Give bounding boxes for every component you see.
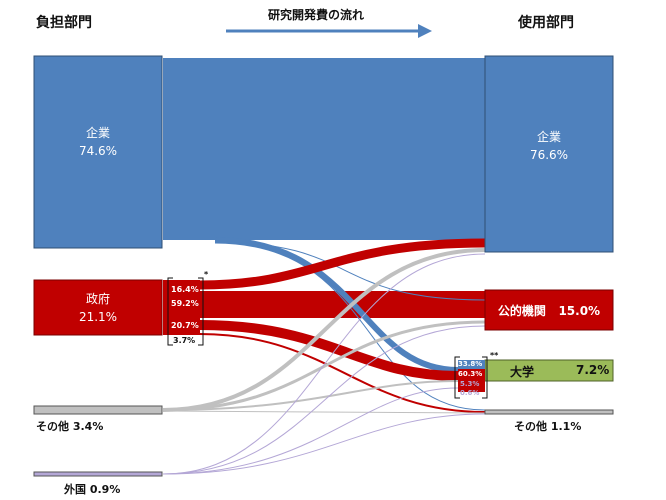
foreign-to-public-flow [162, 325, 486, 475]
univ-star: ** [490, 351, 499, 360]
gov-pct-2: 59.2% [171, 299, 199, 308]
univ-pct-2: 60.3% [458, 370, 483, 378]
header-source: 負担部門 [36, 15, 92, 31]
source-government-node [33, 279, 163, 336]
univ-breakdown-company [458, 360, 485, 369]
gov-to-company-flow [199, 238, 486, 290]
header-target: 使用部門 [518, 15, 574, 31]
gov-pct-1: 16.4% [171, 285, 199, 294]
target-other-label: その他 1.1% [514, 420, 582, 433]
company-to-public-flow [214, 241, 486, 301]
other-to-public-flow [162, 320, 486, 412]
source-other-node [33, 405, 163, 415]
gov-to-other-flow [199, 333, 486, 413]
target-company-node [484, 55, 614, 253]
univ-pct-1: 33.8% [458, 360, 483, 368]
target-company-pct: 76.6% [529, 148, 569, 162]
univ-pct-3: 5.3% [460, 380, 480, 388]
target-company-label: 企業 76.6% [485, 128, 613, 164]
gov-pct-4: 3.7% [173, 336, 196, 345]
source-company-node [33, 55, 163, 249]
source-foreign-label: 外国 0.9% [64, 483, 121, 496]
source-company-pct: 74.6% [78, 144, 118, 158]
flow-arrow-head [418, 24, 432, 38]
target-other-node [484, 409, 614, 415]
foreign-to-company-flow [162, 253, 486, 475]
company-to-other-flow [214, 242, 486, 411]
gov-to-university-flow [199, 320, 459, 381]
univ-bracket-right [482, 356, 488, 399]
source-foreign-node [33, 471, 163, 477]
univ-bracket-left [454, 356, 460, 399]
source-company-name: 企業 [85, 126, 110, 140]
other-to-other-flow [162, 410, 486, 414]
gov-to-public-flow [163, 291, 485, 318]
gov-star: * [204, 270, 209, 279]
univ-pct-4: 0.6% [460, 389, 480, 397]
source-company-label: 企業 74.6% [34, 124, 162, 160]
target-public-name: 公的機関 [497, 304, 546, 318]
header-flow: 研究開発費の流れ [268, 8, 365, 22]
target-university-name: 大学 [510, 365, 535, 379]
target-public-node [484, 289, 614, 331]
target-public-label: 公的機関 15.0% [485, 302, 613, 320]
source-government-name: 政府 [85, 292, 110, 306]
gov-bracket-right [198, 277, 204, 346]
source-other-label: その他 3.4% [36, 420, 104, 433]
gov-breakdown-bar [163, 280, 200, 335]
source-government-pct: 21.1% [78, 310, 118, 324]
other-to-university-flow [162, 380, 459, 411]
target-public-pct: 15.0% [558, 304, 601, 318]
foreign-to-other-flow [162, 413, 486, 475]
gov-bracket-left [167, 277, 173, 346]
other-to-company-flow [162, 248, 486, 412]
source-government-label: 政府 21.1% [34, 290, 162, 326]
target-company-name: 企業 [536, 130, 561, 144]
target-university-pct: 7.2% [576, 363, 610, 377]
company-main-flow [163, 58, 485, 240]
gov-pct-3: 20.7% [171, 321, 199, 330]
foreign-to-university-flow [162, 387, 459, 475]
